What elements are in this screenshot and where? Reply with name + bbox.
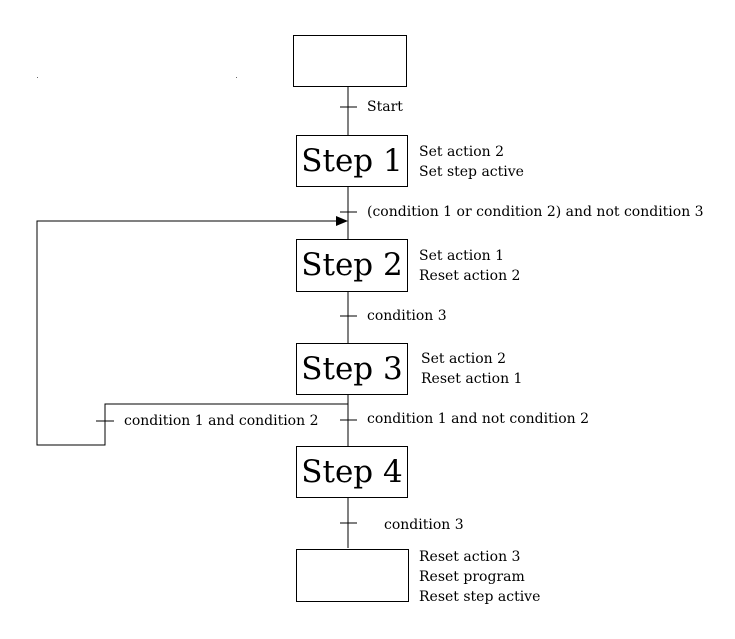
transition-start-label: Start	[367, 99, 403, 115]
loop-back-line	[36, 220, 348, 446]
step-2-label: Step 2	[301, 247, 403, 283]
initial-step-box	[293, 35, 407, 87]
step-3-label: Step 3	[301, 350, 403, 387]
transition-3-4-label: condition 1 and not condition 2	[367, 411, 590, 427]
step-3-actions: Set action 2 Reset action 1	[421, 349, 522, 389]
step-2-action: Set action 1	[419, 248, 505, 264]
step-2-box: Step 2	[296, 239, 408, 292]
final-step-action: Reset program	[419, 569, 525, 585]
step-1-label: Step 1	[301, 142, 403, 179]
step-1-actions: Set action 2 Set step active	[419, 142, 524, 182]
final-step-box	[296, 549, 409, 602]
step-1-action: Set step active	[419, 164, 524, 180]
transition-1-2-label: (condition 1 or condition 2) and not con…	[367, 204, 704, 220]
step-2-action: Reset action 2	[419, 268, 521, 284]
final-step-action: Reset action 3	[419, 549, 521, 565]
step-1-action: Set action 2	[419, 144, 505, 160]
step-3-action: Set action 2	[421, 351, 507, 367]
speck-mark	[236, 77, 237, 78]
step-2-actions: Set action 1 Reset action 2	[419, 246, 520, 286]
transition-2-3-label: condition 3	[367, 308, 447, 324]
step-3-box: Step 3	[296, 343, 408, 395]
transition-4-final-label: condition 3	[384, 517, 464, 533]
step-4-box: Step 4	[296, 446, 408, 498]
step-3-action: Reset action 1	[421, 371, 523, 387]
transition-loop-label: condition 1 and condition 2	[124, 413, 319, 429]
final-step-actions: Reset action 3 Reset program Reset step …	[419, 547, 540, 607]
final-step-action: Reset step active	[419, 589, 541, 605]
step-1-box: Step 1	[296, 135, 408, 187]
step-4-label: Step 4	[301, 453, 403, 490]
speck-mark	[37, 77, 38, 78]
loop-arrowhead	[336, 216, 348, 226]
